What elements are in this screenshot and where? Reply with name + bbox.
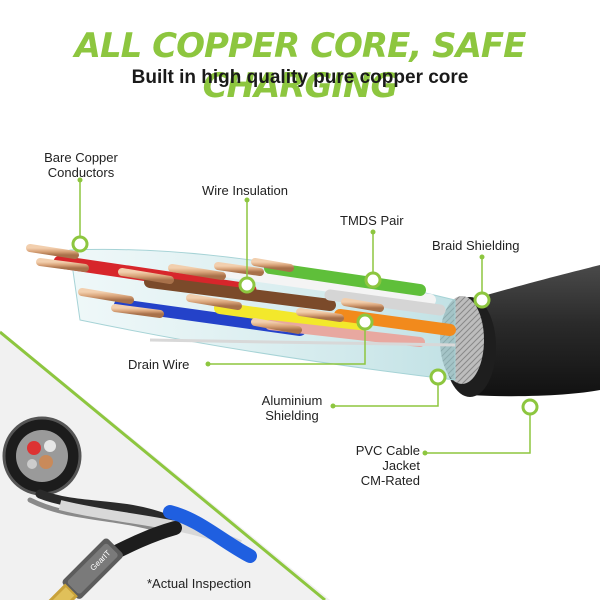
bare-copper-dot (71, 235, 89, 253)
pvc-jacket-dot (521, 398, 539, 416)
aluminium-shielding-dot (429, 368, 447, 386)
callout-drain-wire: Drain Wire (128, 357, 190, 372)
hdmi-connector-photo (38, 538, 123, 600)
copper-conductor-tips (26, 244, 384, 334)
callout-bare-copper-conductors: Bare Copper Conductors (44, 150, 118, 180)
wire-insulation-dot (238, 276, 256, 294)
callout-aluminium-shielding: Aluminium Shielding (261, 393, 323, 423)
headline: ALL COPPER CORE, SAFE CHARGING (74, 26, 527, 106)
subheadline: Built in high quality pure copper core (131, 67, 469, 88)
braid-shielding-dot (473, 291, 491, 309)
callout-braid-shielding: Braid Shielding (432, 238, 520, 253)
callout-wire-insulation: Wire Insulation (202, 183, 288, 198)
actual-inspection-caption: *Actual Inspection (147, 576, 252, 591)
callout-pvc-cable-jacket: PVC Cable Jacket CM-Rated (355, 443, 420, 488)
cable-photo (27, 489, 257, 567)
tmds-pair-dot (364, 271, 382, 289)
cross-section-photo (2, 416, 82, 496)
drain-wire-dot (356, 313, 374, 331)
callout-tmds-pair: TMDS Pair (340, 213, 404, 228)
